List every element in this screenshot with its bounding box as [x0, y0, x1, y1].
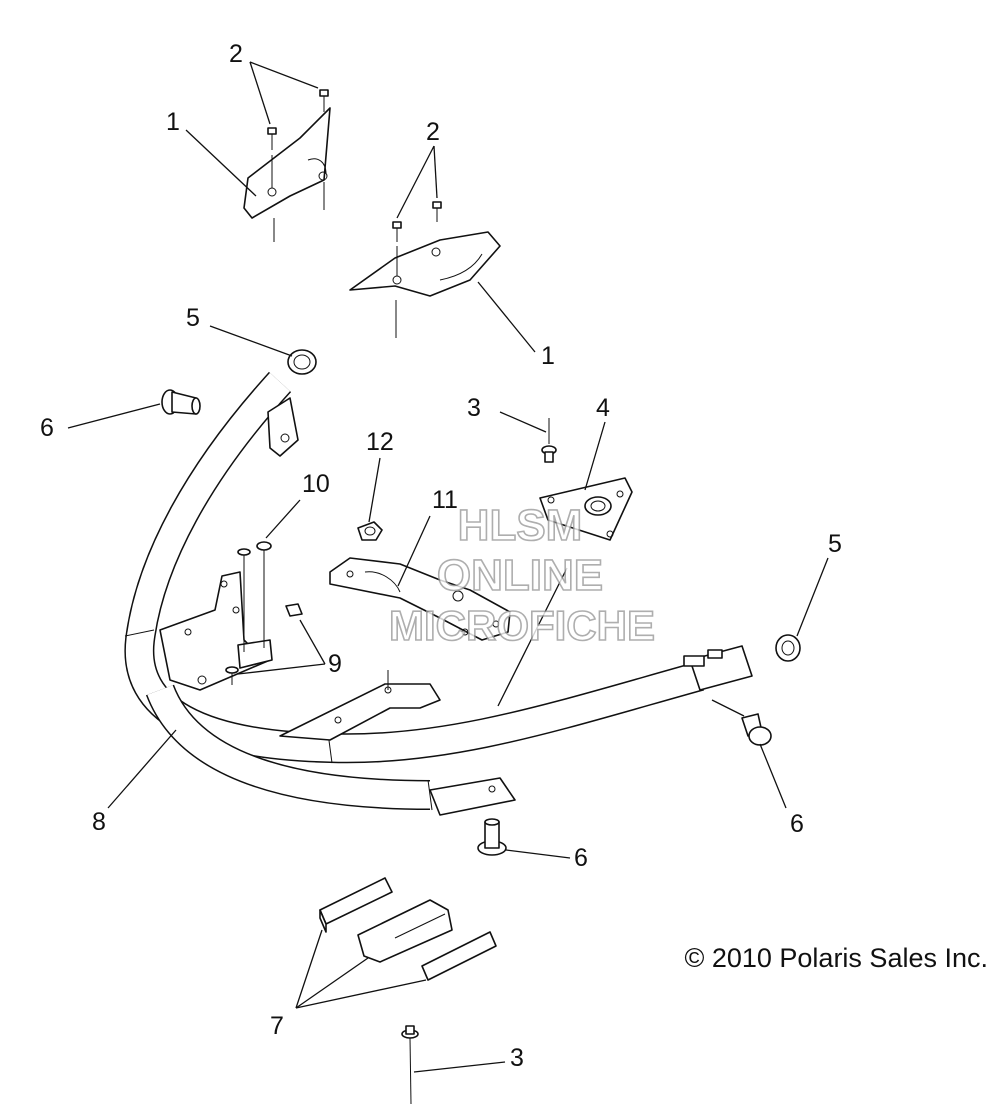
- tube-end-cap-top: [287, 349, 317, 375]
- bolt-bottom: [477, 818, 507, 856]
- callout-labels: 1 2 2 1 5 6 3 4 12 10 11 5 9 8 6 6 7 3: [40, 40, 842, 1072]
- tube-end-sleeve-right: [683, 645, 753, 691]
- leader-lines: [67, 61, 829, 1073]
- mounting-plate: [539, 477, 633, 541]
- callout-1-left: 1: [166, 108, 180, 136]
- callout-5-right: 5: [828, 530, 842, 558]
- callout-1-right: 1: [541, 342, 555, 370]
- callout-10: 10: [302, 470, 330, 498]
- svg-text:ONLINE: ONLINE: [437, 551, 603, 600]
- callout-12: 12: [366, 428, 394, 456]
- callout-3-bottom: 3: [510, 1044, 524, 1072]
- copyright-notice: © 2010 Polaris Sales Inc.: [684, 943, 988, 973]
- callout-9: 9: [328, 650, 342, 678]
- callout-3-top: 3: [467, 394, 481, 422]
- watermark: HLSM ONLINE MICROFICHE: [388, 500, 656, 650]
- callout-5-top: 5: [186, 304, 200, 332]
- svg-text:HLSM: HLSM: [458, 501, 583, 550]
- rivet-lower: [401, 1025, 419, 1105]
- skid-plate-top-left: [243, 107, 331, 242]
- skid-plate-top-right: [349, 231, 501, 338]
- wear-pads: [319, 877, 497, 981]
- svg-text:MICROFICHE: MICROFICHE: [389, 602, 655, 649]
- callout-6-right: 6: [790, 810, 804, 838]
- callout-7: 7: [270, 1012, 284, 1040]
- tube-clamp-bracket-top: [267, 397, 299, 457]
- bracket-bolts: [225, 541, 303, 685]
- rivet-upper: [541, 418, 557, 463]
- callout-2-left: 2: [229, 40, 243, 68]
- screws-upper: [267, 89, 442, 276]
- callout-2-right: 2: [426, 118, 440, 146]
- cross-bracket: [329, 557, 511, 641]
- bumper-tube: [124, 371, 705, 811]
- callout-8: 8: [92, 808, 106, 836]
- bumper-end-plate: [429, 777, 516, 816]
- center-lower-bracket: [279, 670, 441, 741]
- bolt-right: [741, 713, 772, 746]
- callout-4: 4: [596, 394, 610, 422]
- callout-11: 11: [432, 486, 458, 514]
- callout-6-bottom: 6: [574, 844, 588, 872]
- callout-6-left: 6: [40, 414, 54, 442]
- nut: [357, 521, 383, 541]
- bolt-left: [161, 389, 201, 415]
- tube-end-cap-right: [775, 634, 801, 662]
